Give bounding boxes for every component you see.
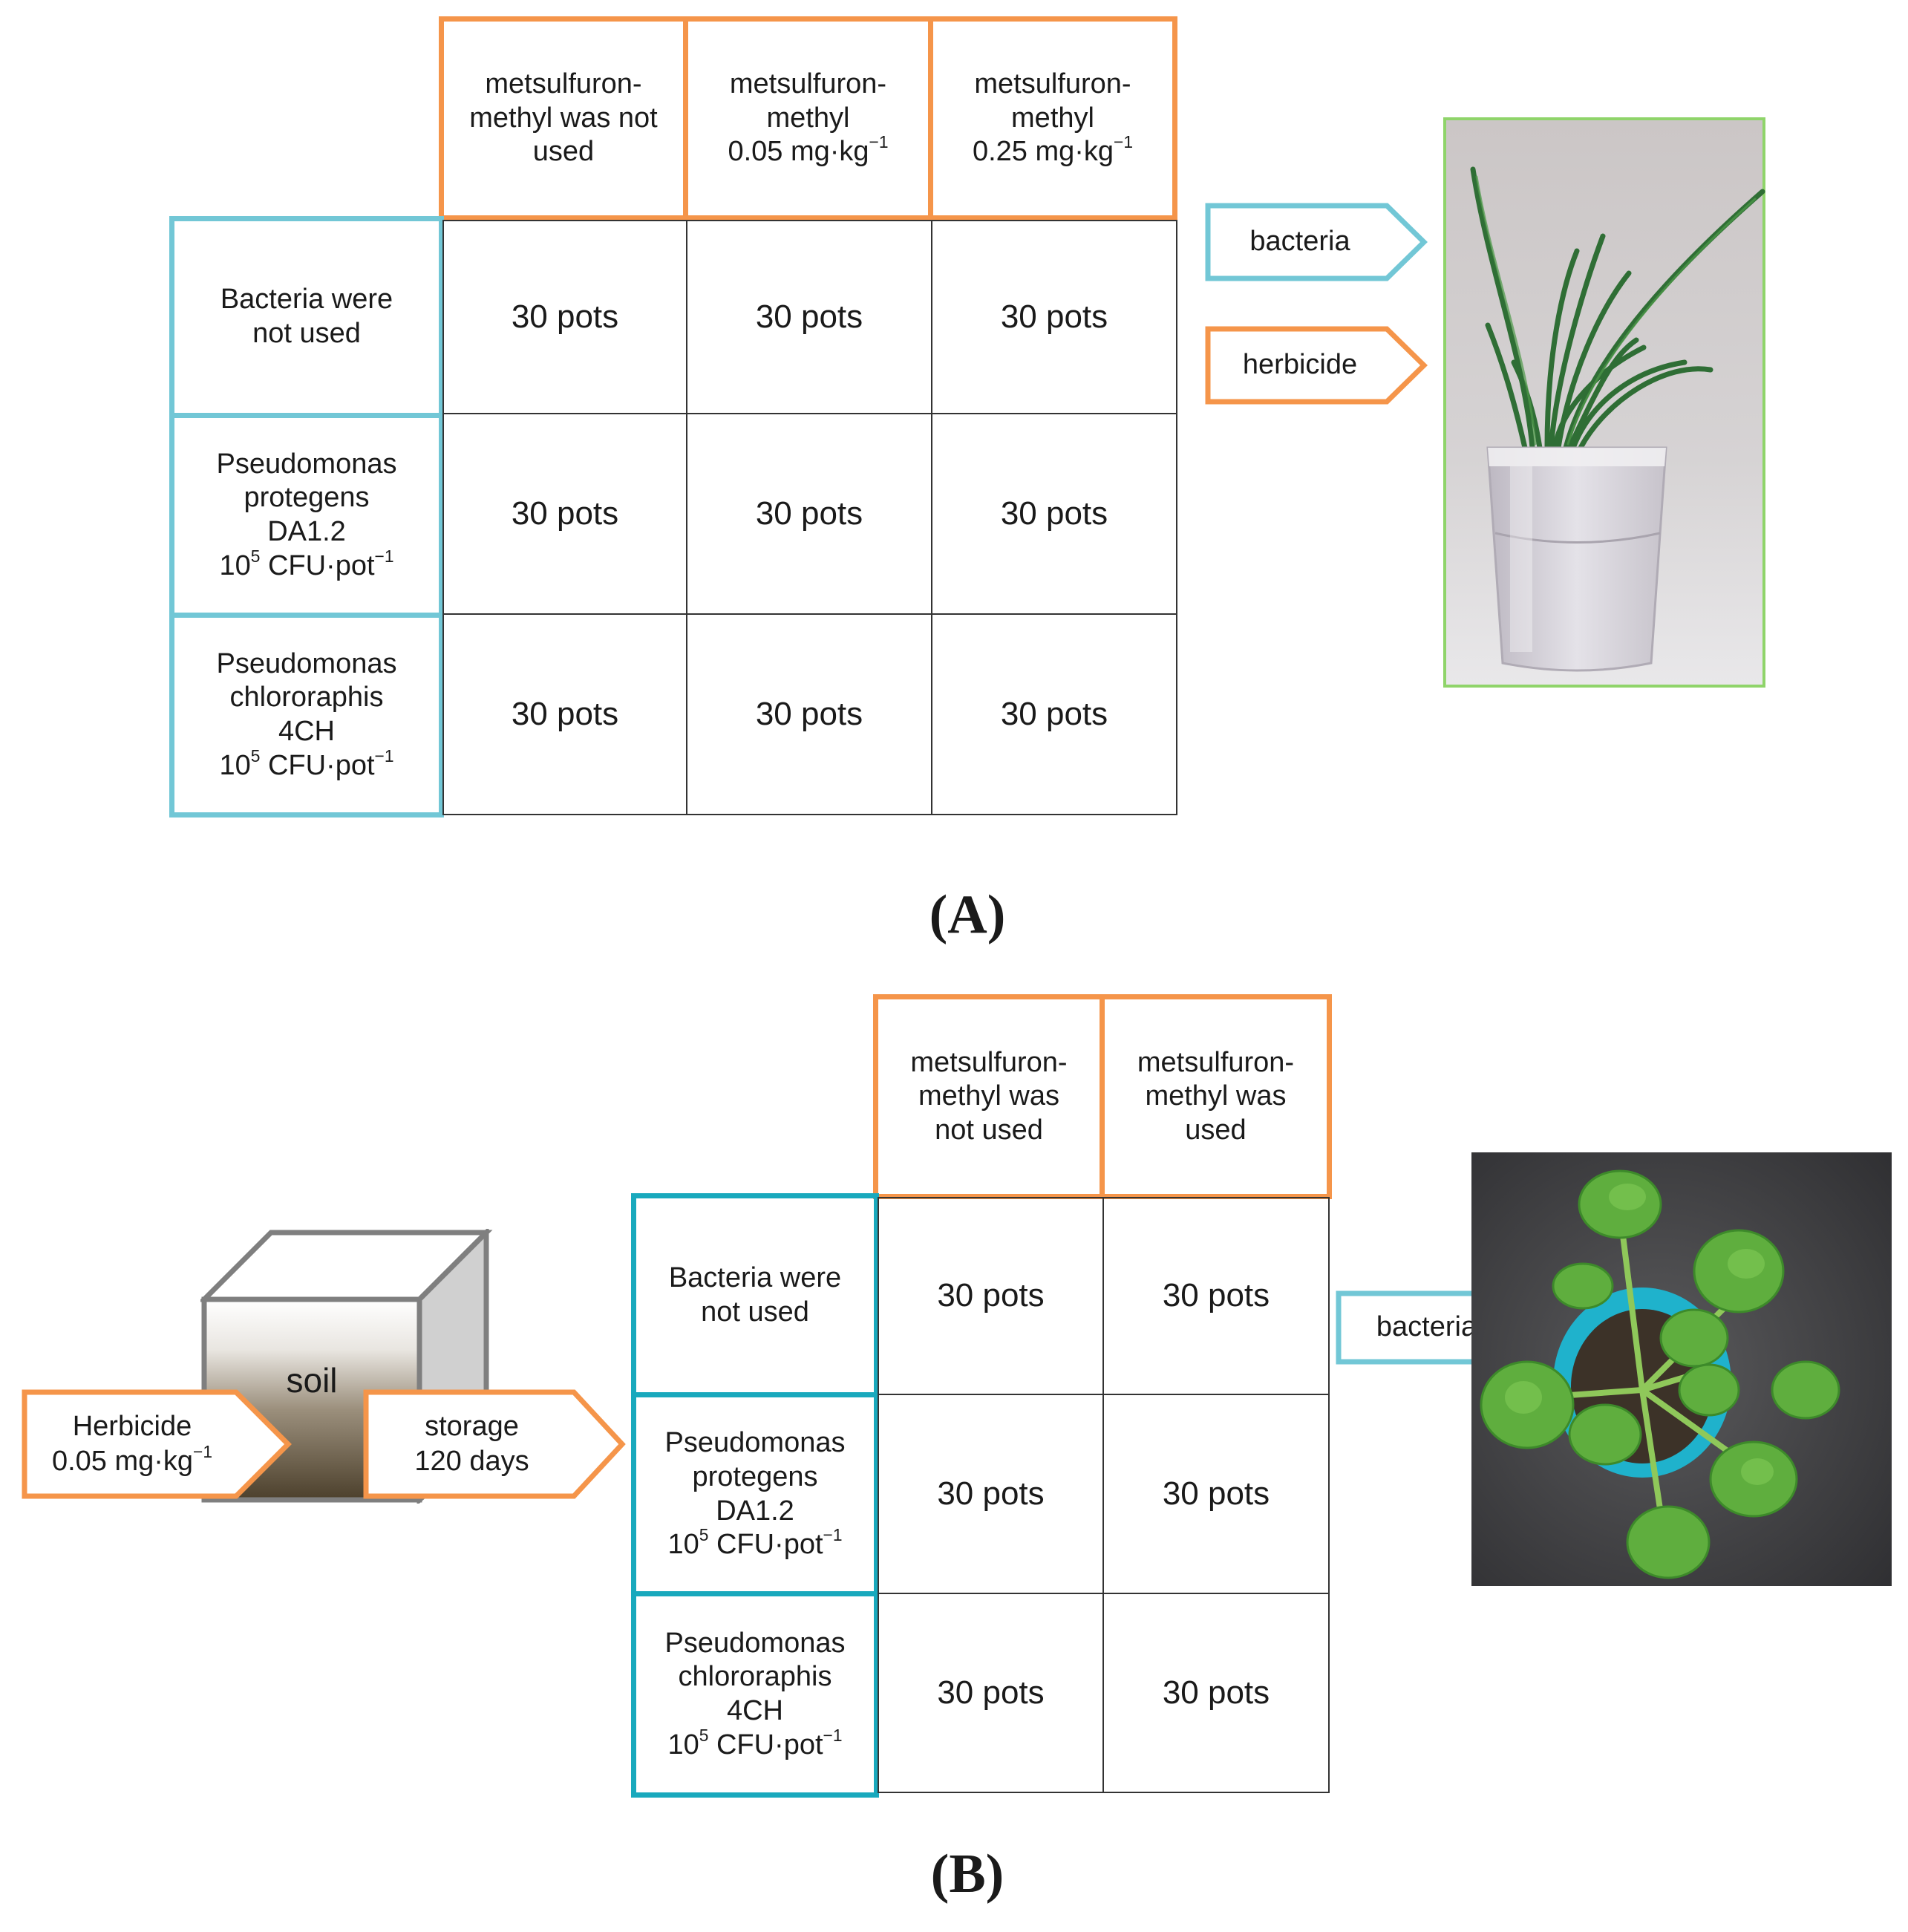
bacteria-arrow-a <box>1205 203 1428 281</box>
soil-label: soil <box>286 1361 338 1400</box>
row-header-b-2: Pseudomonas protegens DA1.2 105 CFU·pot−… <box>631 1392 879 1596</box>
cell-b-r3-c2: 30 pots <box>1102 1593 1330 1793</box>
cell-a-r1-c1: 30 pots <box>442 220 687 414</box>
header-a-col1: metsulfuron- methyl was not used <box>439 16 688 221</box>
herbicide-arrow-b <box>22 1389 292 1499</box>
cell-a-r1-c3: 30 pots <box>931 220 1177 414</box>
bacteria-arrow-a-label: bacteria <box>1249 226 1350 258</box>
cell-a-r3-c1: 30 pots <box>442 613 687 815</box>
herbicide-arrow-a-label: herbicide <box>1242 349 1358 381</box>
wheat-pot-photo <box>1443 117 1765 688</box>
storage-arrow-label: storage 120 days <box>414 1410 529 1478</box>
cell-a-r2-c3: 30 pots <box>931 413 1177 615</box>
panel-b-label: (B) <box>930 1844 1004 1905</box>
panel-a-label: (A) <box>929 884 1006 945</box>
row-header-a-3: Pseudomonas chlororaphis 4CH 105 CFU·pot… <box>169 613 444 817</box>
cell-b-r2-c2: 30 pots <box>1102 1394 1330 1594</box>
row-header-a-2: Pseudomonas protegens DA1.2 105 CFU·pot−… <box>169 413 444 618</box>
header-b-col2: metsulfuron- methyl was used <box>1100 994 1332 1199</box>
row-header-a-1: Bacteria were not used <box>169 216 444 418</box>
herbicide-arrow-b-label: Herbicide 0.05 mg·kg−1 <box>51 1410 213 1478</box>
rapeseed-pot-photo <box>1471 1152 1892 1586</box>
cell-a-r3-c2: 30 pots <box>686 613 932 815</box>
cell-b-r3-c1: 30 pots <box>878 1593 1104 1793</box>
cell-a-r2-c1: 30 pots <box>442 413 687 615</box>
cell-a-r3-c3: 30 pots <box>931 613 1177 815</box>
header-a-col3: metsulfuron- methyl 0.25 mg·kg−1 <box>928 16 1177 221</box>
bacteria-arrow-b-label: bacteria <box>1376 1311 1477 1343</box>
cell-a-r2-c2: 30 pots <box>686 413 932 615</box>
header-b-col1: metsulfuron- methyl was not used <box>873 994 1105 1199</box>
storage-arrow <box>363 1389 626 1499</box>
cell-b-r2-c1: 30 pots <box>878 1394 1104 1594</box>
cell-a-r1-c2: 30 pots <box>686 220 932 414</box>
row-header-b-3: Pseudomonas chlororaphis 4CH 105 CFU·pot… <box>631 1591 879 1798</box>
cell-b-r1-c2: 30 pots <box>1102 1197 1330 1395</box>
cell-b-r1-c1: 30 pots <box>878 1197 1104 1395</box>
herbicide-arrow-a <box>1205 326 1428 405</box>
header-a-col2: metsulfuron- methyl 0.05 mg·kg−1 <box>683 16 933 221</box>
row-header-b-1: Bacteria were not used <box>631 1193 879 1397</box>
